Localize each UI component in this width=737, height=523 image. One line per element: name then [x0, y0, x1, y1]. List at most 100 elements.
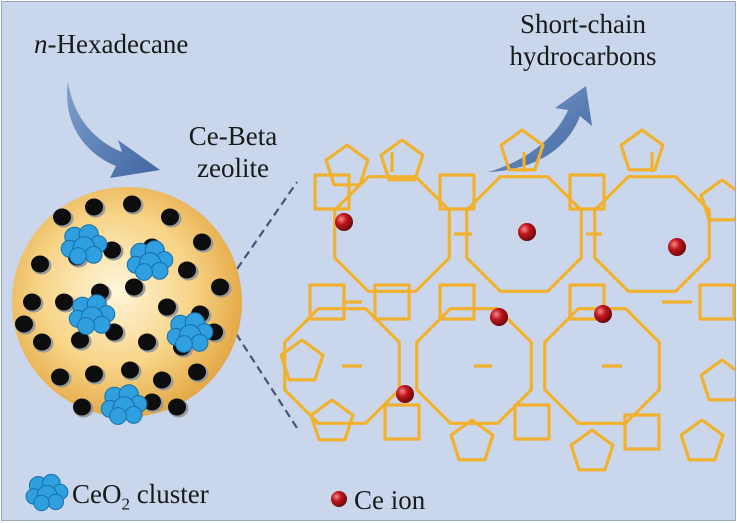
ceo2-lobe [190, 333, 209, 352]
ceo2-lobe [175, 335, 193, 353]
product-label-line1: Short-chain [520, 9, 646, 39]
pore [211, 278, 229, 296]
framework-pentagon [699, 358, 735, 402]
framework-square [568, 173, 606, 211]
legend-cluster-icon [25, 473, 69, 512]
framework-pentagon [309, 398, 355, 442]
framework-square [698, 283, 735, 321]
reactant-prefix: n [34, 29, 48, 59]
ceo2-lobe [150, 261, 169, 280]
framework-pentagon [279, 338, 325, 382]
framework-pentagon [449, 418, 495, 462]
pore [138, 333, 156, 351]
framework-pentagon [699, 178, 735, 222]
ce-ion-group [335, 213, 686, 403]
zeolite-label: Ce-Beta zeolite [174, 120, 292, 184]
ce-ion-icon [518, 223, 536, 241]
pore [168, 398, 186, 416]
ceo2-lobe [135, 263, 153, 281]
ceo2-cluster-icon [25, 473, 69, 512]
pore [143, 393, 161, 411]
reactant-arrow [67, 82, 160, 178]
legend-cluster-label: CeO2 cluster [72, 478, 209, 520]
pore [23, 293, 41, 311]
reactant-name: -Hexadecane [47, 29, 189, 59]
pore [161, 208, 179, 226]
framework-pentagon [379, 138, 425, 182]
zeolite-framework [279, 128, 735, 472]
ceo2-lobe [33, 494, 50, 512]
ceo2-cluster-icon [60, 224, 108, 265]
framework-square [513, 403, 551, 441]
pore [31, 255, 49, 273]
framework-square [373, 283, 411, 321]
pore [188, 363, 206, 381]
ceo2-lobe [69, 247, 87, 265]
pore [33, 333, 51, 351]
zeolite-label-line2: zeolite [197, 153, 269, 183]
framework-square [568, 283, 606, 321]
pore [103, 241, 121, 259]
pore [123, 195, 141, 213]
ceo2-lobe [47, 493, 64, 511]
ceo2-lobe [77, 317, 95, 335]
framework-pentagon [619, 128, 665, 172]
pore [73, 398, 91, 416]
pore [85, 198, 103, 216]
framework-pentagon [569, 428, 615, 472]
ce-ion-icon [396, 385, 414, 403]
pore [55, 293, 73, 311]
legend-cluster-sub: 2 [121, 494, 131, 514]
zeolite-sphere [12, 187, 242, 417]
ceo2-lobe [109, 407, 127, 425]
framework-square [438, 173, 476, 211]
pore [153, 371, 171, 389]
product-label: Short-chain hydrocarbons [468, 8, 698, 72]
framework-pentagon [679, 418, 725, 462]
product-label-line2: hydrocarbons [509, 41, 657, 71]
ce-ion-icon [490, 308, 508, 326]
curved-arrow-icon [488, 86, 592, 172]
ceo2-cluster-icon [166, 312, 214, 353]
zoom-line-top [214, 181, 298, 302]
legend-cluster-main: CeO [72, 479, 122, 509]
pore [85, 365, 103, 383]
ceo2-cluster-icon [100, 384, 148, 425]
pore [193, 233, 211, 251]
ceo2-cluster-group [60, 224, 214, 425]
reactant-label: n-Hexadecane [34, 28, 188, 60]
zeolite-label-line1: Ce-Beta [188, 121, 278, 151]
ceo2-lobe [84, 245, 103, 264]
ce-ion-icon [331, 491, 347, 507]
pore [125, 278, 143, 296]
product-arrow [488, 86, 592, 172]
ceo2-cluster-icon [68, 294, 116, 335]
framework-square [438, 283, 476, 321]
framework-ring [543, 307, 661, 425]
pore [158, 298, 176, 316]
legend-ion-label: Ce ion [354, 485, 426, 515]
ce-ion-icon [668, 238, 686, 256]
curved-arrow-icon [67, 82, 160, 178]
ce-ion-icon [335, 213, 353, 231]
zeolite-particle [12, 187, 242, 425]
ceo2-lobe [124, 405, 143, 424]
framework-pentagon [499, 128, 545, 172]
pore [53, 208, 71, 226]
pore [71, 331, 89, 349]
ce-ion-icon [594, 305, 612, 323]
framework-square [383, 403, 421, 441]
pore [15, 315, 33, 333]
pore-group [15, 195, 232, 418]
framework-ring [333, 175, 451, 293]
pore [51, 368, 69, 386]
framework-ring [593, 175, 711, 293]
framework-ring [415, 307, 533, 425]
pore [178, 261, 196, 279]
legend-cluster-rest: cluster [130, 479, 209, 509]
framework-pentagon [324, 143, 370, 187]
ceo2-lobe [92, 315, 111, 334]
ceo2-cluster-icon [126, 240, 174, 281]
